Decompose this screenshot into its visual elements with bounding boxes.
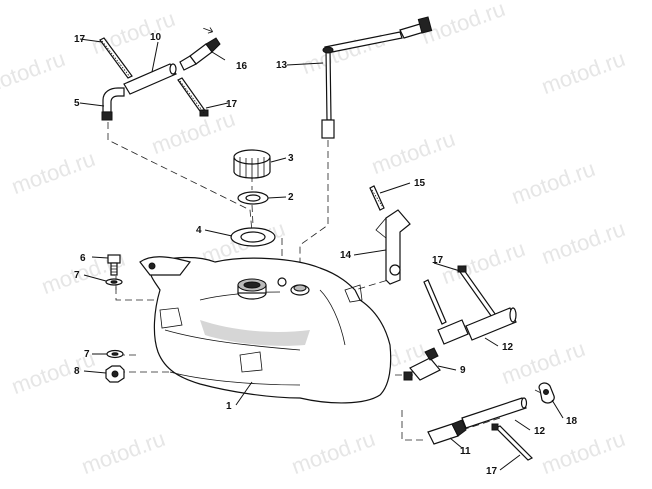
check-valve [179,27,221,71]
leader-lines [79,38,564,471]
nut [105,365,125,383]
washer [106,349,124,359]
elbow-fitting [101,87,125,121]
bracket-screw [369,185,385,211]
tie-strap [423,265,499,325]
tie-strap [99,37,133,79]
callout-7: 7 [84,349,90,360]
callout-17: 17 [226,99,238,110]
callout-12: 12 [502,342,514,353]
fuel-fitting [427,419,467,445]
tie-strap [177,77,209,117]
callout-4: 4 [196,225,202,236]
callout-11: 11 [460,446,471,457]
tie-strap [491,423,534,461]
callout-18: 18 [566,416,578,427]
fuel-hose [437,307,517,345]
callout-7: 7 [74,270,80,281]
callout-1: 1 [226,401,232,412]
mounting-bracket [375,209,411,285]
callout-17: 17 [432,255,444,266]
callout-17: 17 [74,34,86,45]
callout-2: 2 [288,192,294,203]
fuel-valve [403,347,441,381]
callouts: 17 10 16 5 17 13 3 2 4 15 14 6 7 17 12 7… [74,32,578,477]
callout-3: 3 [288,153,294,164]
callout-17: 17 [486,466,498,477]
callout-13: 13 [276,60,288,71]
fuel-hose [461,397,528,429]
callout-8: 8 [74,366,80,377]
callout-16: 16 [236,61,248,72]
callout-5: 5 [74,98,80,109]
hose-clip [538,382,555,404]
callout-15: 15 [414,178,426,189]
filler-ring [230,227,276,247]
callout-9: 9 [460,365,466,376]
callout-10: 10 [150,32,162,43]
bolt [107,254,121,276]
callout-6: 6 [80,253,86,264]
cap-gasket [237,191,269,205]
fuel-tank [139,256,392,404]
tank-cap [233,149,271,179]
washer [105,278,123,286]
vent-line [321,16,433,139]
callout-12: 12 [534,426,546,437]
callout-14: 14 [340,250,352,261]
vent-hose [123,63,177,95]
